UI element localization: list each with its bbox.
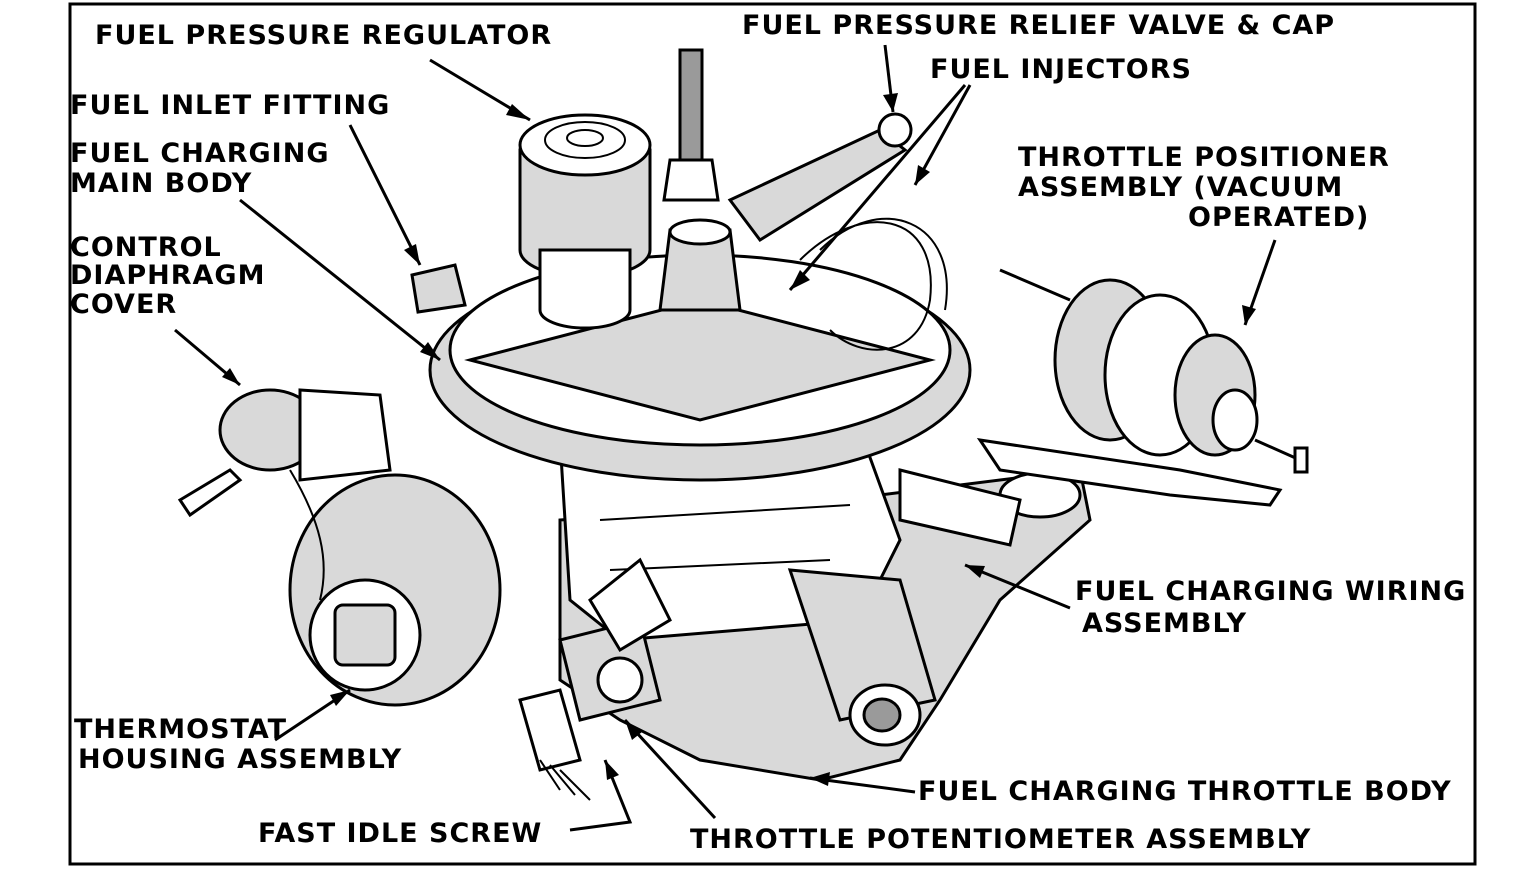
throttle-body-illustration	[177, 48, 1309, 801]
label-fuel-charging-main-body-line2: MAIN BODY	[70, 168, 252, 199]
fuel-rail	[727, 128, 908, 242]
label-control-diaphragm-line3: COVER	[70, 289, 177, 320]
leader-lines	[174, 44, 1277, 832]
leader-fast-idle	[569, 759, 633, 832]
regulator-stem	[538, 248, 632, 330]
label-throttle-potentiometer: THROTTLE POTENTIOMETER ASSEMBLY	[690, 824, 1311, 855]
diagram-frame	[68, 2, 1477, 866]
label-throttle-positioner-line2: ASSEMBLY (VACUUM	[1018, 172, 1343, 203]
callout-labels: FUEL PRESSURE REGULATOR FUEL PRESSURE RE…	[70, 10, 1466, 855]
leader-throttle-potentiometer	[623, 718, 717, 820]
label-fuel-charging-throttle-body: FUEL CHARGING THROTTLE BODY	[918, 776, 1452, 807]
throttle-positioner-illustration	[976, 268, 1309, 507]
inlet-fitting	[410, 263, 467, 314]
leader-fuel-injectors-1	[788, 84, 967, 291]
label-thermostat-line1: THERMOSTAT	[74, 714, 287, 745]
center-stud	[678, 48, 704, 162]
leader-fuel-injectors-2	[913, 84, 972, 186]
wiring-connector-illustration	[787, 468, 1022, 747]
label-thermostat-line2: HOUSING ASSEMBLY	[78, 744, 402, 775]
linkage-illustration	[518, 557, 672, 801]
label-fuel-pressure-relief-valve: FUEL PRESSURE RELIEF VALVE & CAP	[742, 10, 1335, 41]
relief-valve-cap	[877, 112, 913, 148]
label-fast-idle-screw: FAST IDLE SCREW	[258, 818, 542, 849]
leader-main-body	[239, 198, 441, 362]
leader-wiring-assembly	[964, 563, 1071, 610]
label-fuel-charging-wiring-line2: ASSEMBLY	[1082, 608, 1247, 639]
label-throttle-positioner-line3: OPERATED)	[1188, 202, 1369, 233]
label-fuel-inlet-fitting: FUEL INLET FITTING	[70, 90, 390, 121]
thermostat-illustration	[177, 388, 502, 707]
label-control-diaphragm-line2: DIAPHRAGM	[70, 260, 265, 291]
label-fuel-charging-main-body-line1: FUEL CHARGING	[70, 138, 329, 169]
label-control-diaphragm-line1: CONTROL	[70, 232, 222, 263]
label-fuel-injectors: FUEL INJECTORS	[930, 54, 1192, 85]
label-fuel-pressure-regulator: FUEL PRESSURE REGULATOR	[95, 20, 552, 51]
label-fuel-charging-wiring-line1: FUEL CHARGING WIRING	[1075, 576, 1466, 607]
leader-fuel-inlet	[348, 124, 422, 266]
label-throttle-positioner-line1: THROTTLE POSITIONER	[1018, 142, 1390, 173]
